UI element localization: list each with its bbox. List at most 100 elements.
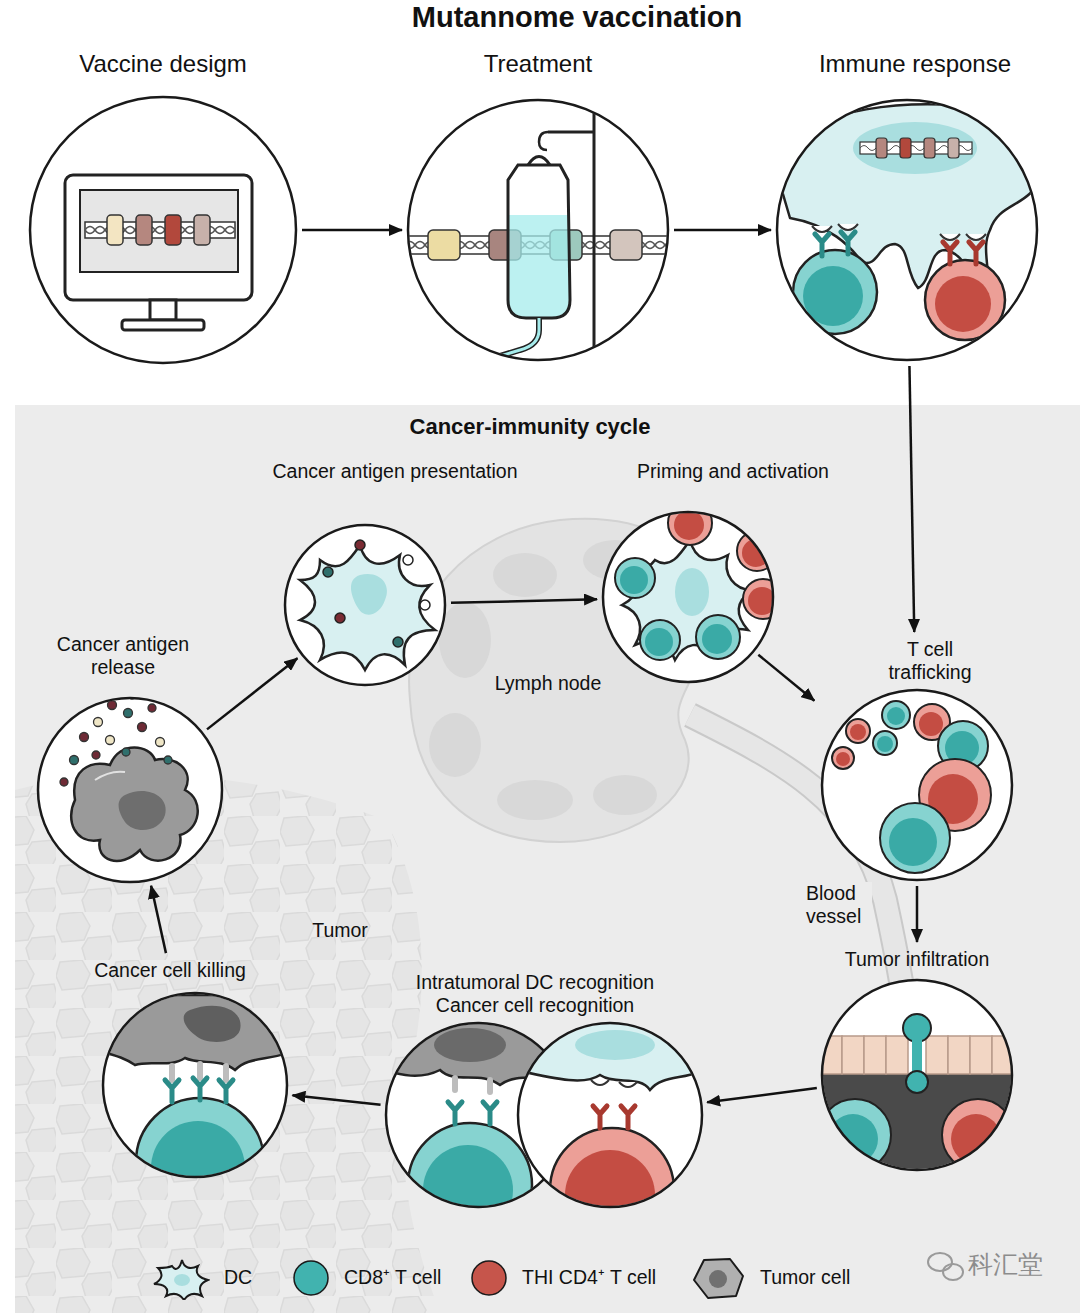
circle-outline: [822, 690, 1012, 880]
immune-response-art: [793, 250, 877, 334]
node-heading: Vaccine desigm: [33, 50, 293, 79]
cancer-recognition-art: [408, 1123, 532, 1247]
trafficking-art: [873, 731, 897, 755]
lymph-node: [429, 713, 481, 777]
legend-text: THI CD4⁺ T cell: [522, 1266, 656, 1289]
circle-outline: [285, 525, 445, 685]
dc-presentation-art: [355, 540, 365, 550]
node-heading: T cell trafficking: [870, 638, 990, 685]
node-heading: Priming and activation: [603, 460, 863, 483]
flow-arrow: [674, 229, 771, 232]
infiltration-art: [951, 1114, 1001, 1164]
dc-recognition-art: [591, 1080, 637, 1087]
legend-text: DC: [224, 1266, 252, 1289]
infusion-icon: [508, 165, 570, 318]
trafficking-art: [919, 712, 943, 736]
computer-icon: [150, 300, 176, 320]
circle-outline: [103, 993, 287, 1177]
flow-arrow: [451, 599, 597, 603]
release-art: [60, 691, 198, 861]
step-circle: Tumor infiltration: [814, 948, 1020, 1173]
computer-icon: [136, 215, 152, 245]
infiltration-art: [948, 1036, 970, 1074]
dc-presentation-art: [393, 637, 403, 647]
trafficking-art: [832, 701, 991, 873]
circle-ground: [30, 97, 1037, 1207]
step-circle: Cancer cell killing: [67, 959, 290, 1180]
killing-art: [95, 995, 295, 1226]
priming-art: [668, 501, 712, 545]
lymph-node: [497, 780, 573, 820]
panel-ground: [15, 405, 1080, 1313]
node-heading: Immune response: [785, 50, 1045, 79]
stage-circle: Immune response: [774, 50, 1048, 363]
trafficking-art: [836, 752, 850, 766]
watermark-icon: [928, 1253, 952, 1271]
lymph-node: [593, 775, 657, 815]
step-circle-pair: Intratumoral DC recognitionCancer cell r…: [382, 971, 705, 1210]
computer-icon: [65, 175, 252, 300]
infusion-icon: [610, 230, 642, 260]
dc-presentation-art: [351, 574, 387, 615]
trafficking-art: [887, 707, 905, 725]
flow-arrow: [909, 366, 914, 632]
circle-outline: [38, 698, 222, 882]
release-art: [70, 756, 79, 765]
watermark: 科汇堂: [950, 1250, 1060, 1280]
killing-art: [184, 1006, 241, 1042]
infusion-icon: [528, 157, 550, 166]
release-art: [164, 756, 172, 764]
dc-presentation-art: [403, 555, 413, 565]
priming-art: [696, 615, 740, 659]
immune-response-art: [815, 232, 855, 256]
infiltration-art: [886, 1036, 908, 1074]
heading-block: Cancer antigen release: [38, 633, 208, 680]
stage-circle: Treatment: [405, 50, 671, 363]
priming-art: [615, 558, 655, 598]
immune-response-art: [935, 276, 991, 332]
infiltration-art: [942, 1099, 1014, 1171]
dc-presentation-art: [420, 600, 430, 610]
flow-arrow: [707, 1088, 817, 1102]
heading-block: Cancer cell killing: [70, 959, 270, 982]
region-label: Lymph node: [473, 672, 623, 695]
computer-icon: [80, 190, 238, 272]
circle-outline: [600, 460, 866, 685]
release-art: [60, 778, 68, 786]
immune-response-art: [876, 138, 887, 158]
heading-block: Priming and activation: [603, 460, 863, 483]
infusion-icon: [480, 318, 539, 362]
legend-swatch: [472, 1261, 506, 1295]
computer-icon: [194, 215, 210, 245]
trafficking-art: [846, 719, 870, 743]
priming-art: [640, 620, 680, 660]
heading-block: Cancer antigen presentation: [245, 460, 545, 483]
step-circle: T cell trafficking: [819, 638, 1015, 883]
release-art: [94, 718, 103, 727]
infiltration-art: [864, 1036, 886, 1074]
infusion-icon: [508, 215, 570, 318]
dc-presentation-art: [323, 567, 333, 577]
priming-art: [675, 568, 709, 616]
release-art: [148, 704, 156, 712]
trafficking-art: [877, 736, 893, 752]
infiltration-art: [842, 1036, 864, 1074]
immune-response-art: [812, 224, 986, 240]
lymph-node: [493, 553, 557, 597]
stage-circle: Vaccine desigm: [27, 50, 299, 366]
immune-response-art: [770, 104, 1045, 340]
step-circle: Priming and activation: [600, 460, 866, 685]
release-art: [156, 738, 165, 747]
dc-recognition-art: [515, 1020, 705, 1090]
dc-recognition-art: [515, 1020, 705, 1252]
node-heading: Treatment: [428, 50, 648, 79]
heading-block: Cancer-immunity cycle: [320, 414, 740, 440]
cancer-recognition-art: [423, 1145, 513, 1235]
node-heading: Cancer cell killing: [70, 959, 270, 982]
trafficking-art: [882, 701, 910, 729]
legend-text: Tumor cell: [760, 1266, 850, 1289]
infusion-icon: [480, 318, 539, 362]
circle-outline: [518, 1023, 702, 1207]
release-art: [60, 691, 172, 786]
